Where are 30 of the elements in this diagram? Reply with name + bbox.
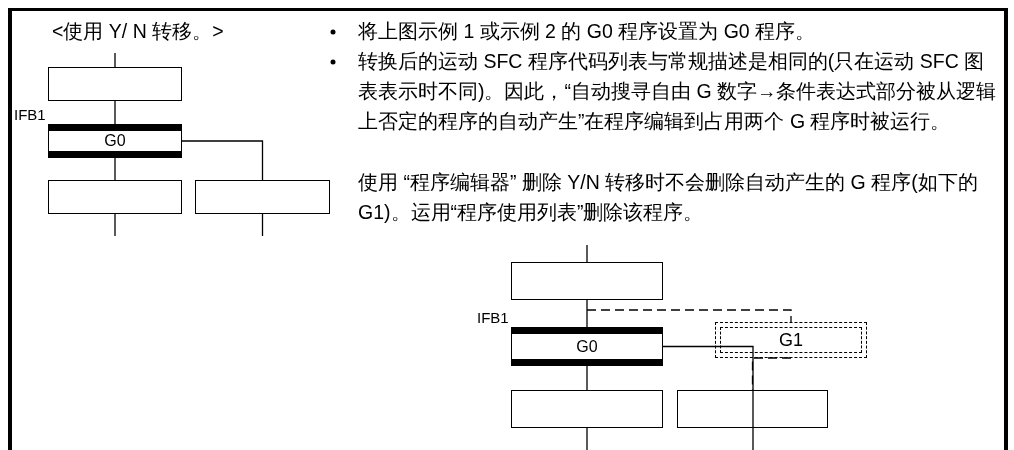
transition-label: G0 <box>576 337 598 356</box>
connector-line <box>586 365 588 391</box>
connector-line <box>114 157 116 181</box>
bullet-text: 转换后的运动 SFC 程序代码列表与常规描述是相同的(只在运动 SFC 图表表示时不同)。因此，“自动搜寻自由 G 数字→条件表达式部分被从逻辑上否定的程序的自动产生”在程序编辑到占用两个 G 程序时被运行。 <box>358 49 998 134</box>
bullet-text: 将上图示例 1 或示例 2 的 G0 程序设置为 G0 程序。 <box>358 19 817 44</box>
paragraph: 使用 “程序编辑器” 删除 Y/N 转移时不会删除自动产生的 G 程序(如下的 G1)。运用“程序使用列表”删除该程序。 <box>358 170 979 225</box>
connector-line <box>181 140 264 181</box>
connector-line <box>586 299 588 328</box>
step-box <box>195 180 330 214</box>
connector-line <box>586 309 792 323</box>
heading: <使用 Y/ N 转移。> <box>52 19 224 44</box>
connector-line <box>114 52 116 68</box>
step-box <box>677 390 828 428</box>
step-label: IFB1 <box>477 310 509 326</box>
transition-label: G0 <box>104 132 126 150</box>
auto-transition-box <box>715 322 867 358</box>
step-box <box>511 262 663 300</box>
connector-line <box>114 100 116 125</box>
step-box <box>48 67 182 101</box>
connector-line <box>261 213 264 237</box>
step-label: IFB1 <box>14 107 46 123</box>
transition-bar <box>48 124 182 158</box>
step-box <box>511 390 663 428</box>
connector-line <box>586 427 588 450</box>
connector-line <box>114 213 116 237</box>
step-box <box>48 180 182 214</box>
connector-line <box>662 345 754 450</box>
transition-bar <box>511 327 663 366</box>
connector-line <box>586 244 588 263</box>
transition-label: G1 <box>779 329 803 351</box>
